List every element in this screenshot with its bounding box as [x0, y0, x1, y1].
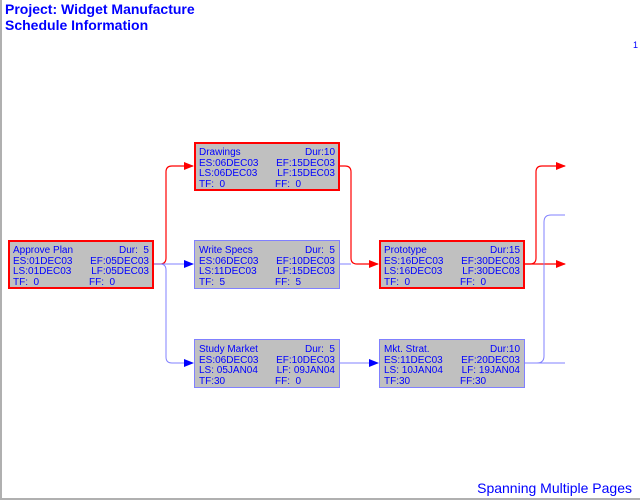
node-late-finish: LF: 09JAN04	[276, 365, 335, 376]
node-name: Prototype	[384, 245, 427, 256]
node-free-float: FF: 0	[275, 178, 302, 190]
node-duration: Dur:10	[489, 344, 520, 355]
node-free-float: FF: 5	[275, 276, 302, 288]
node-duration: Dur: 5	[304, 344, 335, 355]
node-early-finish: EF:30DEC03	[461, 255, 520, 267]
node-drawings[interactable]: Drawings Dur:10 ES:06DEC03 EF:15DEC03 LS:0…	[194, 142, 340, 191]
node-free-float: FF:30	[460, 375, 487, 387]
node-total-float: TF: 5	[199, 276, 226, 288]
node-late-finish: LF:15DEC03	[277, 266, 335, 277]
link-approve-studymarket	[159, 263, 194, 367]
node-total-float: TF: 0	[199, 178, 226, 190]
node-late-start: LS: 10JAN04	[384, 365, 443, 376]
node-early-start: ES:06DEC03	[199, 354, 259, 366]
node-prototype[interactable]: Prototype Dur:15 ES:16DEC03 EF:30DEC03 LS:…	[379, 240, 525, 289]
node-late-start: LS: 05JAN04	[199, 365, 258, 376]
node-early-finish: EF:20DEC03	[461, 354, 520, 366]
link-approve-drawings	[154, 162, 194, 265]
node-early-start: ES:01DEC03	[13, 255, 73, 267]
node-free-float: FF: 0	[275, 375, 302, 387]
node-late-finish: LF:30DEC03	[462, 266, 520, 277]
node-write-specs[interactable]: Write Specs Dur: 5 ES:06DEC03 EF:10DEC03 L…	[194, 240, 340, 289]
node-free-float: FF: 0	[460, 276, 487, 288]
node-total-float: TF: 0	[384, 276, 411, 288]
node-late-finish: LF:15DEC03	[277, 168, 335, 179]
node-early-start: ES:16DEC03	[384, 255, 444, 267]
page-number: 1	[632, 40, 638, 50]
link-drawings-prototype	[339, 165, 379, 268]
node-free-float: FF: 0	[89, 276, 116, 288]
node-duration: Dur: 5	[118, 245, 149, 256]
node-name: Study Market	[199, 344, 258, 355]
node-late-finish: LF: 19JAN04	[461, 365, 520, 376]
node-total-float: TF: 0	[13, 276, 40, 288]
node-mkt-strat[interactable]: Mkt. Strat. Dur:10 ES:11DEC03 EF:20DEC03 L…	[379, 339, 525, 388]
node-duration: Dur:10	[304, 147, 335, 158]
project-title: Project: Widget Manufacture	[5, 1, 195, 17]
node-early-start: ES:06DEC03	[199, 255, 259, 267]
footnote: Spanning Multiple Pages	[477, 480, 632, 496]
node-name: Write Specs	[199, 245, 253, 256]
node-total-float: TF:30	[384, 375, 411, 387]
node-early-finish: EF:05DEC03	[90, 255, 149, 267]
node-late-start: LS:06DEC03	[199, 168, 258, 179]
node-late-start: LS:01DEC03	[13, 266, 72, 277]
node-name: Approve Plan	[13, 245, 74, 256]
node-late-start: LS:11DEC03	[199, 266, 257, 277]
link-mktstrat-offpage-upper	[536, 214, 565, 364]
node-total-float: TF:30	[199, 375, 226, 387]
node-name: Drawings	[199, 147, 241, 158]
node-early-start: ES:11DEC03	[384, 354, 443, 366]
node-early-finish: EF:10DEC03	[276, 255, 335, 267]
node-late-start: LS:16DEC03	[384, 266, 443, 277]
node-late-finish: LF:05DEC03	[91, 266, 149, 277]
node-early-start: ES:06DEC03	[199, 157, 259, 169]
node-duration: Dur: 5	[304, 245, 335, 256]
schedule-subtitle: Schedule Information	[5, 17, 149, 33]
node-duration: Dur:15	[489, 245, 520, 256]
node-early-finish: EF:15DEC03	[276, 157, 335, 169]
node-early-finish: EF:10DEC03	[276, 354, 335, 366]
node-name: Mkt. Strat.	[384, 344, 430, 355]
